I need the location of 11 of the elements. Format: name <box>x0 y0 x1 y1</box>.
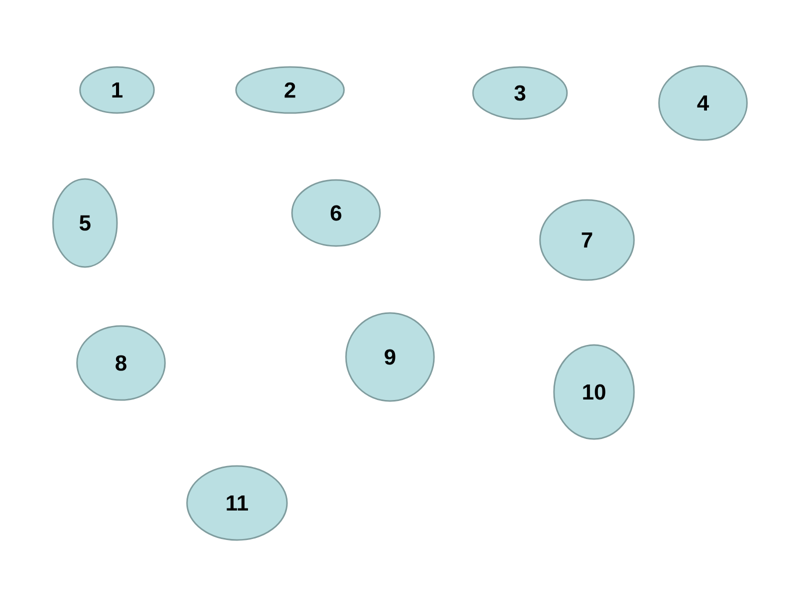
ellipse-node: 9 <box>345 312 435 402</box>
ellipse-node: 1 <box>79 66 155 114</box>
ellipse-node: 6 <box>291 179 381 247</box>
ellipse-node: 7 <box>539 199 635 281</box>
ellipse-node: 11 <box>186 465 288 541</box>
ellipse-node: 8 <box>76 325 166 401</box>
ellipse-node: 3 <box>472 66 568 120</box>
ellipse-node: 2 <box>235 66 345 114</box>
ellipse-node: 10 <box>553 344 635 440</box>
ellipse-node: 5 <box>52 178 118 268</box>
ellipse-node: 4 <box>658 65 748 141</box>
